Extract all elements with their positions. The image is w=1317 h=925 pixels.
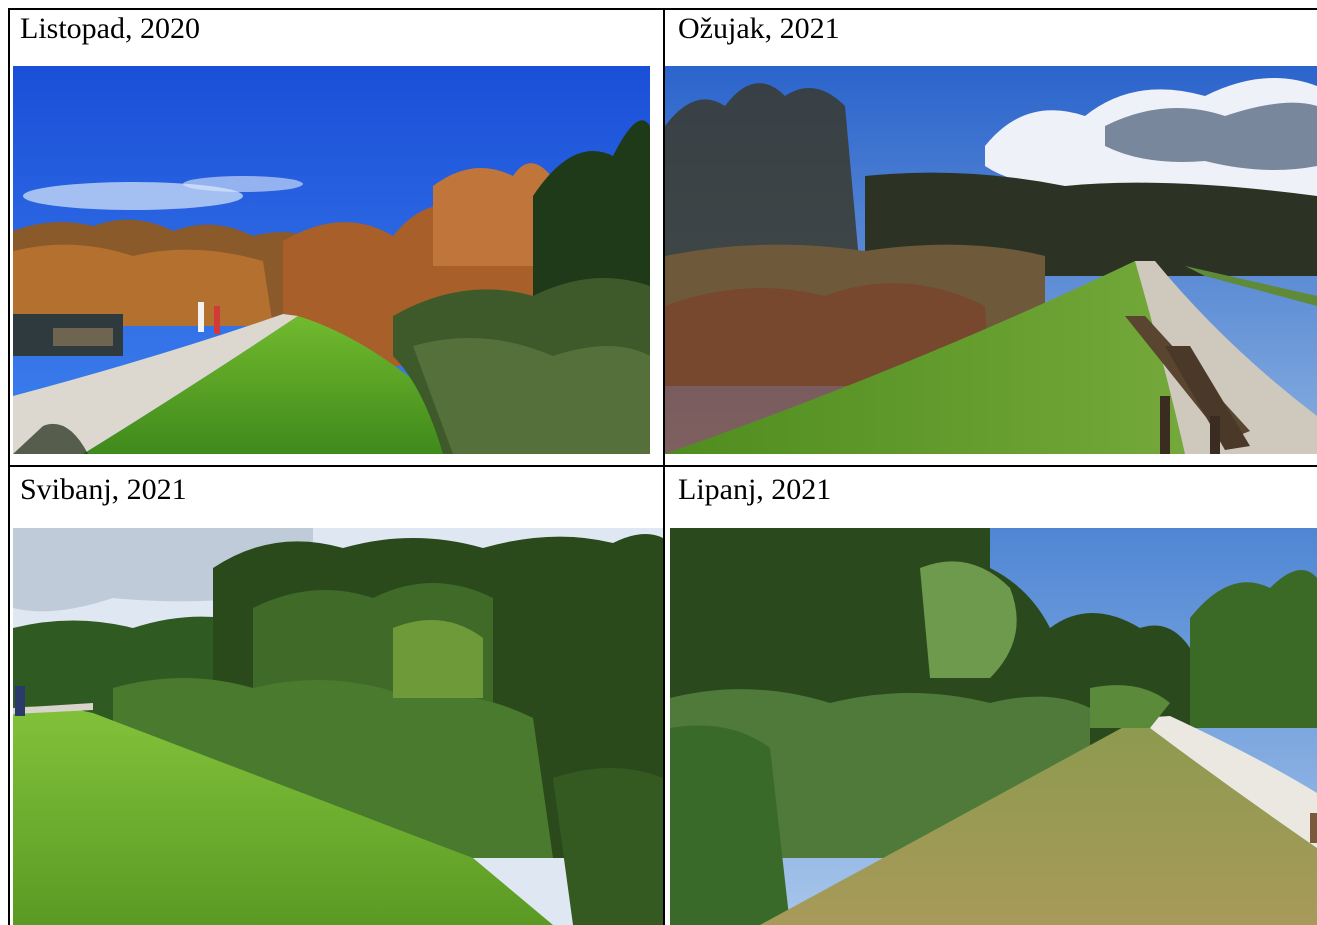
photo-autumn-embankment [13,66,650,454]
table-border-middle-horizontal [8,465,1317,467]
photo-early-spring-embankment [665,66,1317,454]
photo-late-spring-embankment [13,528,663,925]
panel-caption-3: Svibanj, 2021 [20,473,187,506]
photo-summer-embankment [670,528,1317,925]
table-border-top [8,8,1317,10]
panel-caption-4: Lipanj, 2021 [678,473,832,506]
panel-caption-2: Ožujak, 2021 [678,12,840,45]
panel-caption-1: Listopad, 2020 [20,12,200,45]
